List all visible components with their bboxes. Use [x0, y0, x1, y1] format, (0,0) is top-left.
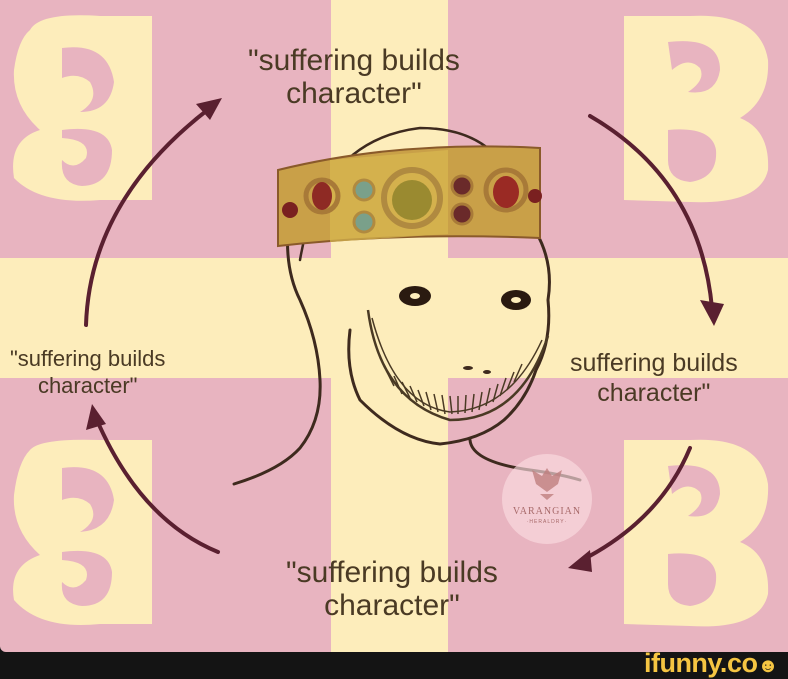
varangian-watermark: VARANGIAN ·HERALDRY· [502, 454, 592, 544]
arrow-up-left-lower [94, 416, 220, 554]
beta-glyph-top-right-icon [624, 15, 769, 203]
caption-bottom-line1: "suffering builds [286, 556, 498, 589]
caption-left-line2: character" [37, 373, 138, 398]
meme-image: "suffering builds character" suffering b… [0, 0, 788, 652]
ifunny-footer: ifunny.co☻ [0, 648, 788, 678]
golden-crown [277, 145, 542, 248]
flag-cross-horizontal [0, 258, 788, 378]
caption-bottom: "suffering builds character" [286, 556, 498, 622]
arrowheads [86, 98, 724, 572]
beta-glyph-bottom-left-icon [13, 439, 153, 625]
ifunny-logo[interactable]: ifunny.co☻ [643, 648, 779, 679]
arrow-down-left [580, 446, 692, 562]
caption-top: "suffering builds character" [248, 44, 460, 110]
cycle-arrows [84, 106, 714, 562]
smiley-icon: ☻ [757, 655, 778, 677]
watermark-name: VARANGIAN [512, 506, 582, 517]
caption-top-line2: character" [286, 77, 422, 110]
ifunny-logo-text: ifunny.co [643, 648, 758, 678]
arrow-down-right [588, 114, 714, 310]
caption-right: suffering builds character" [570, 348, 738, 408]
wojak-grin [366, 309, 550, 422]
caption-left: "suffering builds character" [10, 345, 165, 399]
caption-left-line1: "suffering builds [10, 346, 166, 371]
arrow-up-left [84, 106, 212, 327]
beta-glyph-bottom-right-icon [624, 439, 769, 627]
meme-artwork [13, 15, 769, 627]
caption-bottom-line2: character" [324, 589, 460, 622]
caption-top-line1: "suffering builds [248, 44, 460, 77]
beta-glyph-top-left-icon [13, 15, 153, 201]
caption-right-line1: suffering builds [570, 349, 738, 377]
caption-right-line2: character" [597, 379, 711, 407]
double-headed-eagle-icon [532, 468, 562, 500]
wojak-nose [463, 366, 491, 374]
wojak-eyes [399, 286, 531, 310]
watermark-sub: ·HERALDRY· [526, 519, 568, 525]
